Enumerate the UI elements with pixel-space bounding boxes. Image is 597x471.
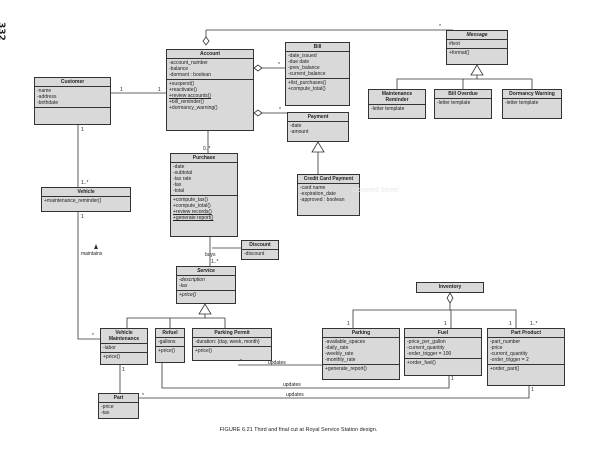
class-parking: Parking -available_spaces -daily_rate -w… [322,328,400,380]
class-vehicle-name: Vehicle [42,188,130,197]
mult-account-purchase: 0..* [203,146,211,152]
class-customer-name: Customer [35,78,110,87]
role-updates-permit: updates [268,360,286,366]
class-account-name: Account [167,50,253,59]
generalization-triangle-payment [311,141,325,153]
class-parking-permit: Parking Permit -duration: {day, week, mo… [192,328,272,361]
class-bill: Bill -date_issued -due date -prev_balanc… [285,42,350,106]
class-customer-attrs: -name -address -birthdate [35,87,110,108]
aggregation-diamond-inventory [446,292,454,304]
mult-customer-vehicle-top: 1 [81,127,84,133]
class-bill-overdue: Bill Overdue -letter template [434,89,492,119]
class-vehicle-maintenance-name: Vehicle Maintenance [101,329,147,344]
gen-service-subclasses [126,304,206,328]
mult-vehicle-star: * [92,333,94,339]
mult-message: * [439,24,441,30]
class-maintenance-reminder: Maintenance Reminder -letter template [368,89,426,119]
class-part-name: Part [99,394,138,403]
class-service: Service -description -tax +price() [176,266,236,304]
class-purchase-name: Purchase [171,154,237,163]
generalization-triangle-message [470,64,484,76]
mult-parking-one: 1 [347,321,350,327]
class-fuel-name: Fuel [405,329,481,338]
mult-part-product-one: 1 [509,321,512,327]
class-maintenance-reminder-name: Maintenance Reminder [369,90,425,105]
mult-fuel-bottom: 1 [451,376,454,382]
mult-maint-one: 1 [122,367,125,373]
mult-part-product-many: 1..* [530,321,538,327]
role-updates-refuel: updates [283,382,301,388]
generalization-triangle-service [198,303,212,315]
class-discount-name: Discount [242,241,278,250]
mult-customer-account-left: 1 [120,87,123,93]
class-inventory: Inventory [416,282,484,293]
mult-permit-star: * [240,359,242,365]
mult-customer-vehicle-bottom: 1..* [81,180,89,186]
mult-part-star: * [142,393,144,399]
class-discount: Discount -discount [241,240,279,260]
role-buys: buys [205,252,216,258]
class-bill-name: Bill [286,43,349,52]
mult-part-product-bottom: 1 [531,387,534,393]
class-customer: Customer -name -address -birthdate [34,77,111,125]
class-dormancy-warning-name: Dormancy Warning [503,90,561,99]
figure-caption: FIGURE 6.21 Third and final cut at Royal… [219,427,378,433]
class-part-product: Part Product -part_number -price -curren… [487,328,565,386]
class-refuel: Refuel -gallons +price() [155,328,185,363]
mult-vehicle-one: 1 [81,214,84,220]
class-credit-card-payment-name: Credit Card Payment [298,175,359,184]
link-part-partproduct [139,386,530,399]
class-vehicle-maintenance: Vehicle Maintenance -labor +price() [100,328,148,365]
class-message-name: Message [447,31,507,40]
mult-fuel-one: 1 [444,321,447,327]
class-vehicle: Vehicle +maintenance_reminder() [41,187,131,212]
class-purchase: Purchase -date -subtotal -tax rate -tax … [170,153,238,237]
class-dormancy-warning: Dormancy Warning -letter template [502,89,562,119]
class-credit-card-payment: Credit Card Payment -card name -expirati… [297,174,360,216]
link-vehicle-maintenance [77,212,112,340]
watermark: Covered Street [352,187,400,194]
class-part-product-name: Part Product [488,329,564,338]
class-payment-name: Payment [288,113,348,122]
mult-customer-account-right: 1 [158,87,161,93]
class-customer-ops [35,108,110,114]
class-part: Part -price -tax [98,393,139,419]
mult-payment: * [279,107,281,113]
class-bill-overdue-name: Bill Overdue [435,90,491,99]
maintains-arrow-icon [94,244,98,249]
mult-bill: * [278,62,280,68]
class-payment: Payment -date -amount [287,112,349,142]
class-fuel: Fuel -price_per_gallon -current_quantity… [404,328,482,376]
class-message: Message #text +format() [446,30,508,65]
gen-message-subclasses [396,65,478,89]
role-updates-part: updates [286,392,304,398]
class-refuel-name: Refuel [156,329,184,338]
class-account: Account -account_number -balance -dorman… [166,49,254,131]
role-maintains: maintains [81,251,103,257]
class-inventory-name: Inventory [438,284,462,290]
aggregation-diamond-bill [253,64,263,72]
aggregation-diamond-message [202,36,210,46]
aggregation-diamond-payment [253,109,263,117]
mult-service: 1..* [211,259,219,265]
class-parking-permit-name: Parking Permit [193,329,271,338]
class-service-name: Service [177,267,235,276]
class-parking-name: Parking [323,329,399,338]
link-refuel-fuel [161,363,450,389]
